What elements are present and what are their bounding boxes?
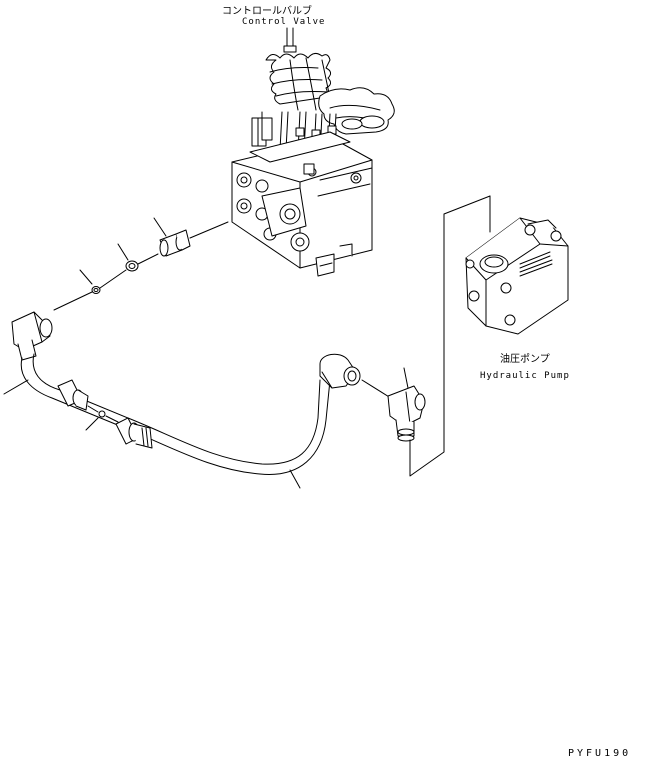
connection-lines (410, 196, 490, 476)
elbow-fitting-left (12, 312, 52, 360)
o-ring-2 (92, 270, 126, 294)
hydraulic-pump (466, 218, 568, 334)
control-valve (232, 28, 394, 276)
valve-block (232, 132, 372, 276)
leader-o-ring-2 (80, 270, 92, 284)
elbow-fitting-right (320, 354, 360, 388)
straight-adapter-fitting (160, 222, 228, 256)
leader-o-ring-3 (86, 418, 98, 430)
hose-body (21, 358, 330, 474)
control-valve-label-en: Control Valve (242, 17, 326, 27)
hydraulic-pump-label-jp: 油圧ポンプ (500, 354, 550, 365)
control-lever-rods (284, 28, 296, 52)
leader-pump-elbow (404, 368, 408, 388)
hose-assembly (4, 312, 360, 488)
hydraulic-pump-label-en: Hydraulic Pump (480, 371, 570, 381)
control-valve-label-jp: コントロールバルブ (222, 6, 312, 17)
leader-hose-2 (290, 470, 300, 488)
lever-boots (266, 53, 394, 134)
hose-nut-left (58, 380, 88, 410)
drawing-code: PYFU190 (568, 748, 632, 759)
leader-adapter (154, 218, 166, 236)
swivel-fitting (116, 418, 152, 448)
pump-elbow-fitting (388, 386, 425, 441)
o-ring-1 (126, 254, 158, 271)
centerline-left (54, 292, 92, 310)
valve-connector (252, 112, 272, 146)
leader-hose (4, 380, 28, 394)
o-ring-3 (88, 406, 118, 422)
leader-o-ring-1 (118, 244, 128, 260)
